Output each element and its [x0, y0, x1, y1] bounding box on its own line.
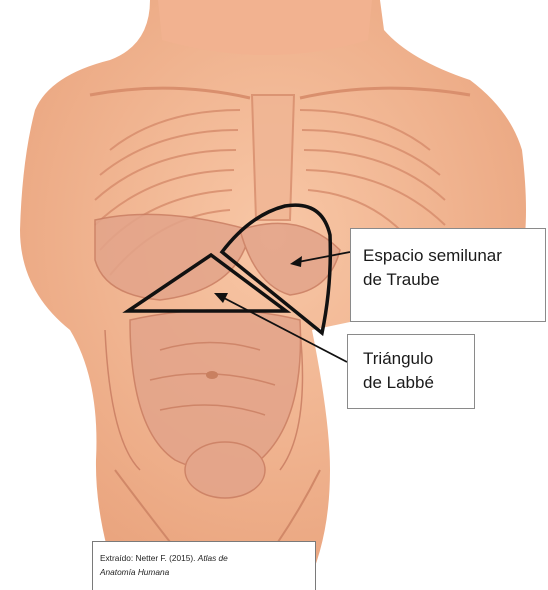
- labbe-label-box: Triángulo de Labbé: [347, 334, 475, 409]
- neck: [158, 0, 372, 55]
- credit-line-2: Anatomía Humana: [100, 565, 315, 579]
- traube-label-box: Espacio semilunar de Traube: [350, 228, 546, 322]
- source-credit: Extraído: Netter F. (2015). Atlas de Ana…: [92, 541, 316, 590]
- labbe-label-line-1: Triángulo: [363, 347, 474, 371]
- navel: [206, 371, 218, 379]
- credit-title-part2: Anatomía Humana: [100, 567, 169, 577]
- traube-label-line-2: de Traube: [363, 268, 545, 292]
- credit-prefix: Extraído: Netter F. (2015).: [100, 553, 195, 563]
- labbe-label-line-2: de Labbé: [363, 371, 474, 395]
- credit-line-1: Extraído: Netter F. (2015). Atlas de: [100, 551, 315, 565]
- credit-title-part1: Atlas de: [198, 553, 228, 563]
- traube-label-line-1: Espacio semilunar: [363, 244, 545, 268]
